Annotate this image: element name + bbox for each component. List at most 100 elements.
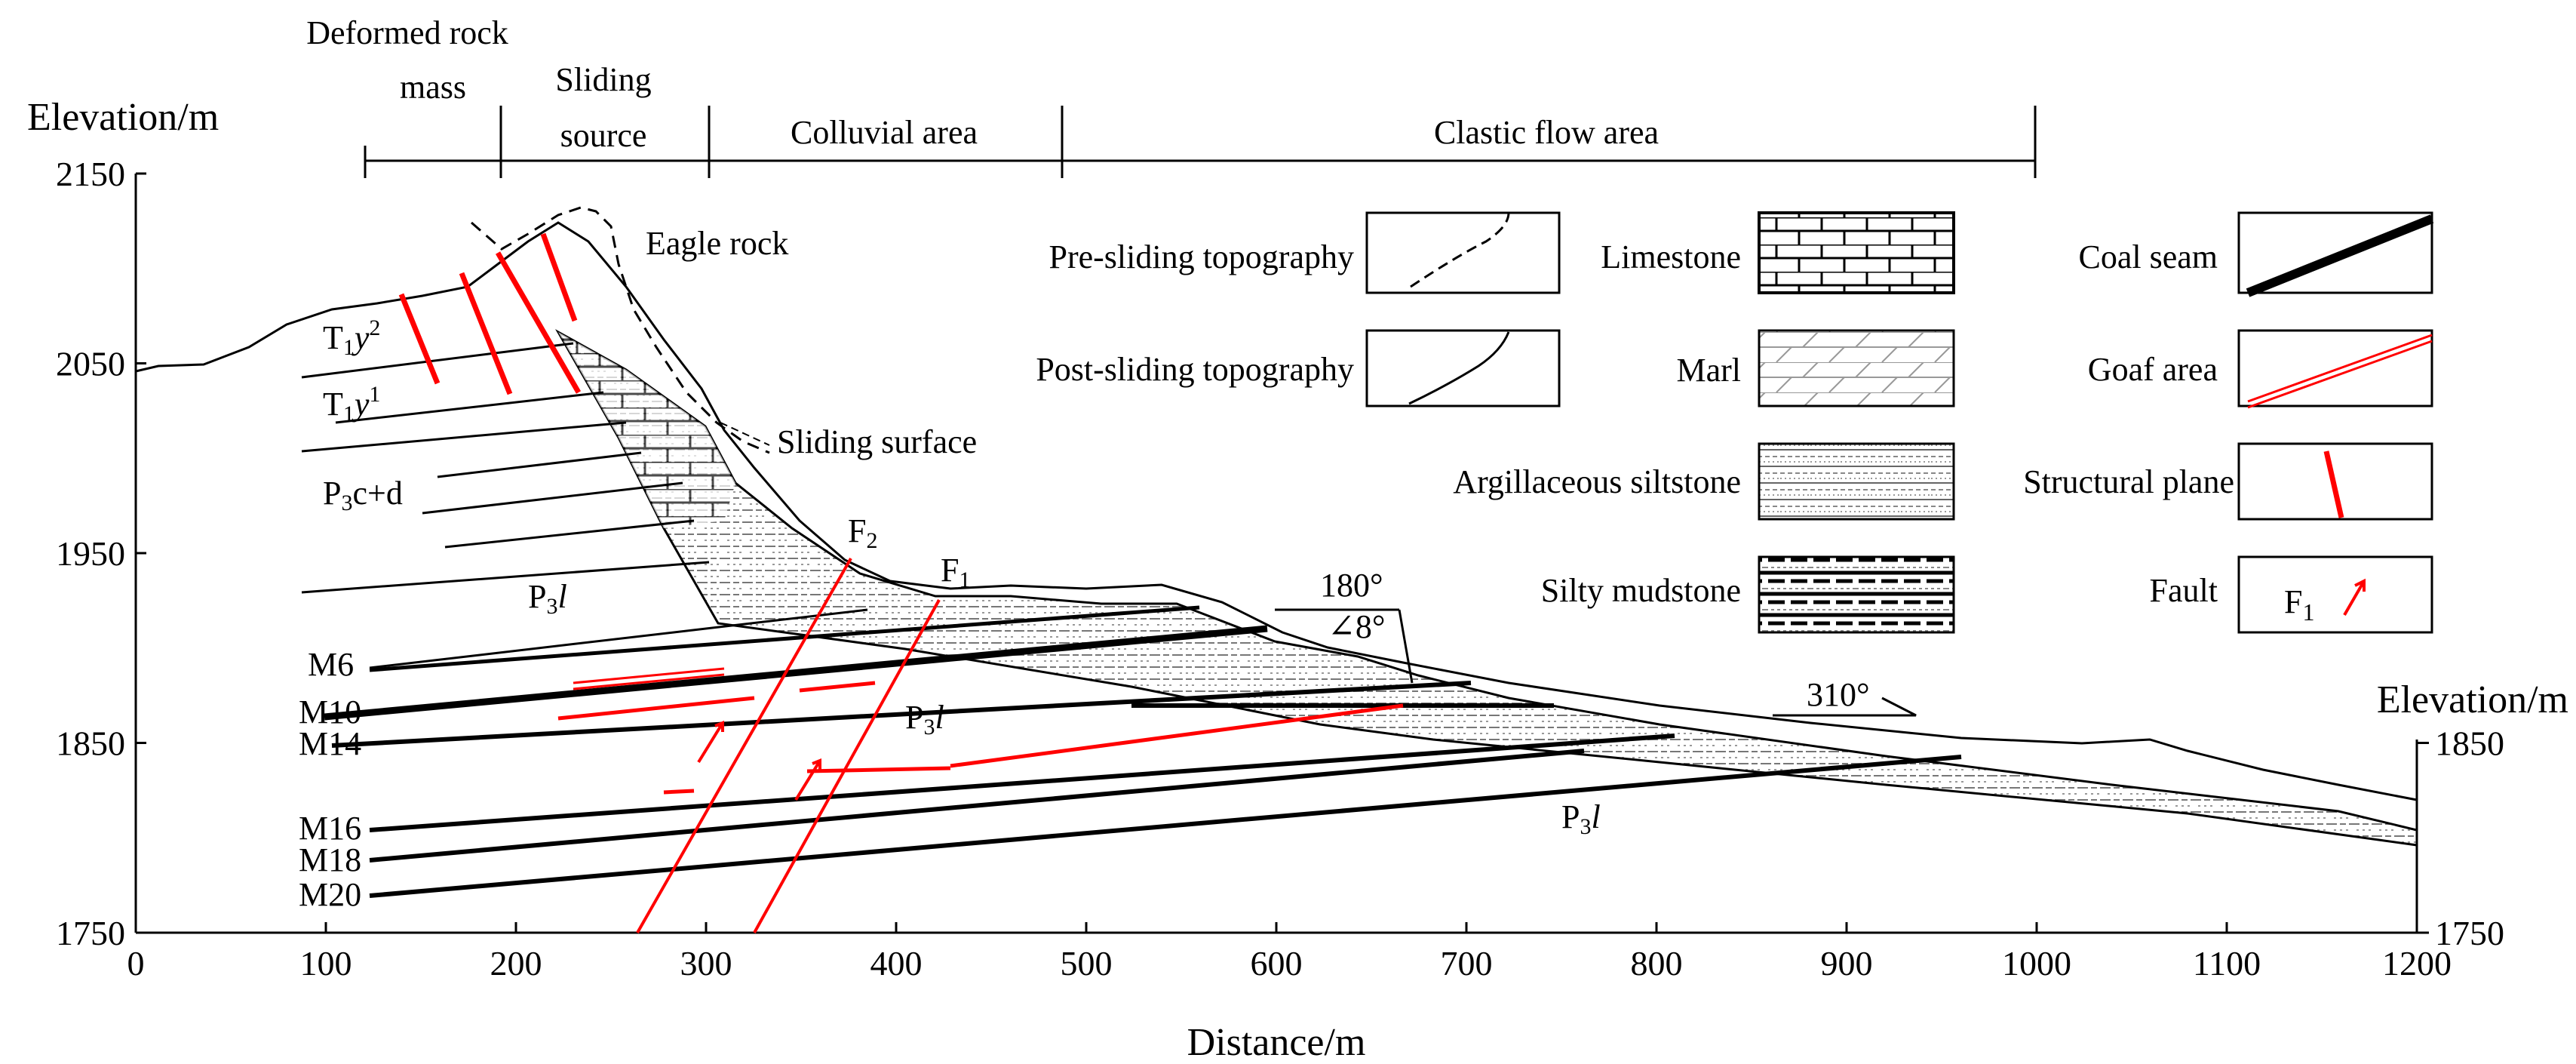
faults	[636, 558, 941, 933]
post-sliding-topography	[135, 221, 2418, 801]
strata-t1y1: T1y1	[323, 382, 380, 426]
zone-colluvial-label: Colluvial area	[791, 114, 978, 151]
dip2-symbol	[1773, 697, 1917, 717]
legend-coal-seam-line	[2246, 214, 2434, 297]
legend-post-sliding-line	[1408, 331, 1510, 405]
coal-seam-m10	[324, 625, 1268, 721]
y-tick-label: 1950	[56, 534, 125, 573]
x-tick-label: 300	[680, 944, 732, 983]
coal-seam-m16	[369, 733, 1675, 832]
legend-fault-arrow	[2343, 578, 2366, 617]
structural-plane	[540, 232, 578, 322]
legend-label-structural-plane: Structural plane	[2023, 463, 2234, 500]
strata-t1y2: T1y2	[323, 315, 380, 360]
legend-pre-sliding-line	[1410, 212, 1510, 288]
fault-f2-line	[636, 558, 852, 933]
structural-plane	[459, 272, 513, 395]
coal-seam-m6	[369, 605, 1200, 672]
seam-label-m18: M18	[299, 841, 361, 878]
legend-label-silty-mudstone: Silty mudstone	[1541, 572, 1741, 609]
zone-deformed-label: Deformed rock	[306, 14, 508, 51]
right-axis-title: Elevation/m	[2377, 678, 2568, 721]
strata-p3cd: P3c+d	[323, 475, 403, 515]
legend: Pre-sliding topography Post-sliding topo…	[1036, 211, 2434, 634]
x-tick-label: 100	[300, 944, 352, 983]
seam-label-m6: M6	[308, 646, 354, 683]
bedding-lines	[301, 342, 868, 669]
strata-p3l-middle: P3l	[905, 699, 944, 740]
legend-goaf-line-a	[2247, 334, 2433, 403]
legend-label-limestone: Limestone	[1601, 238, 1741, 275]
coal-seams	[324, 605, 1962, 898]
legend-swatch-limestone	[1758, 211, 1955, 294]
fault-label-f1: F1	[941, 552, 970, 592]
legend-label-fault: Fault	[2150, 572, 2218, 609]
seam-label-m16: M16	[299, 810, 361, 847]
y-tick-label: 2050	[56, 345, 125, 383]
fault-label-f2: F2	[848, 512, 877, 553]
left-axis-title: Elevation/m	[27, 96, 219, 139]
y-tick-label: 1750	[56, 914, 125, 952]
fault-f1-line	[753, 599, 941, 933]
dip2-azimuth: 310°	[1807, 676, 1870, 713]
coal-seam-m14	[331, 681, 1472, 748]
seam-label-m10: M10	[299, 693, 361, 730]
fault-f1-arrow	[794, 758, 821, 801]
structural-plane	[398, 293, 441, 385]
zone-header: Deformed rock mass Sliding source Colluv…	[306, 14, 2037, 178]
strata-labels: T1y2 T1y1 P3c+d P3l P3l P3l	[323, 315, 1601, 839]
fault-f2-arrow	[697, 721, 724, 764]
legend-swatch-silty-mudstone	[1758, 555, 1955, 634]
dip1-angle: ∠8°	[1328, 608, 1385, 645]
legend-structural-plane-line	[2323, 451, 2344, 518]
y-tick-label: 2150	[56, 155, 125, 193]
eagle-rock-label: Eagle rock	[646, 225, 788, 262]
rock-zone-pattern	[558, 332, 735, 528]
coal-seam-m20	[369, 755, 1962, 898]
legend-label-post-sliding: Post-sliding topography	[1036, 351, 1354, 388]
x-tick-label: 900	[1821, 944, 1873, 983]
x-tick-label: 500	[1061, 944, 1113, 983]
slide-deposit	[555, 329, 2418, 847]
legend-label-coal-seam: Coal seam	[2078, 238, 2218, 275]
coal-seam-m18	[369, 749, 1585, 863]
legend-swatch-fault	[2237, 555, 2433, 634]
structural-plane	[495, 251, 582, 394]
legend-swatch-pre-sliding	[1365, 211, 1561, 294]
x-tick-label: 200	[490, 944, 542, 983]
y-right-tick-label: 1750	[2435, 914, 2504, 952]
seam-label-m20: M20	[299, 876, 361, 913]
x-tick-label: 0	[127, 944, 145, 983]
x-tick-label: 800	[1631, 944, 1683, 983]
seam-labels: M6 M10 M14 M16 M18 M20	[299, 646, 361, 913]
slide-deposit-body	[555, 329, 2418, 847]
strata-p3l-upper: P3l	[528, 578, 567, 619]
strata-p3l-lower: P3l	[1561, 798, 1601, 839]
bottom-axis-title: Distance/m	[1187, 1021, 1366, 1064]
zone-sliding-source-label: Sliding	[555, 61, 651, 98]
x-tick-label: 400	[870, 944, 923, 983]
x-tick-label: 1100	[2193, 944, 2261, 983]
legend-label-goaf-area: Goaf area	[2088, 351, 2218, 388]
zone-sliding-source-label-2: source	[560, 117, 647, 154]
legend-goaf-line-b	[2247, 340, 2433, 409]
annotations: Eagle rock Sliding surface 180° ∠8° 310°	[646, 225, 1917, 717]
x-tick-label: 1000	[2002, 944, 2071, 983]
dip1-leader	[1398, 609, 1414, 684]
sliding-surface-label: Sliding surface	[777, 423, 977, 460]
y-tick-label: 1850	[56, 724, 125, 763]
legend-swatch-marl	[1758, 329, 1955, 407]
legend-label-pre-sliding: Pre-sliding topography	[1049, 238, 1354, 275]
dip1-azimuth: 180°	[1320, 567, 1383, 604]
x-tick-label: 700	[1441, 944, 1493, 983]
x-tick-label: 1200	[2382, 944, 2452, 983]
topography	[135, 206, 2418, 801]
pre-sliding-topography	[471, 206, 770, 454]
sliding-surface-leader	[720, 422, 770, 446]
fault-labels: F2 F1	[848, 512, 970, 592]
legend-swatch-argillaceous	[1758, 442, 1955, 521]
legend-fault-symbol: F1	[2284, 583, 2314, 626]
